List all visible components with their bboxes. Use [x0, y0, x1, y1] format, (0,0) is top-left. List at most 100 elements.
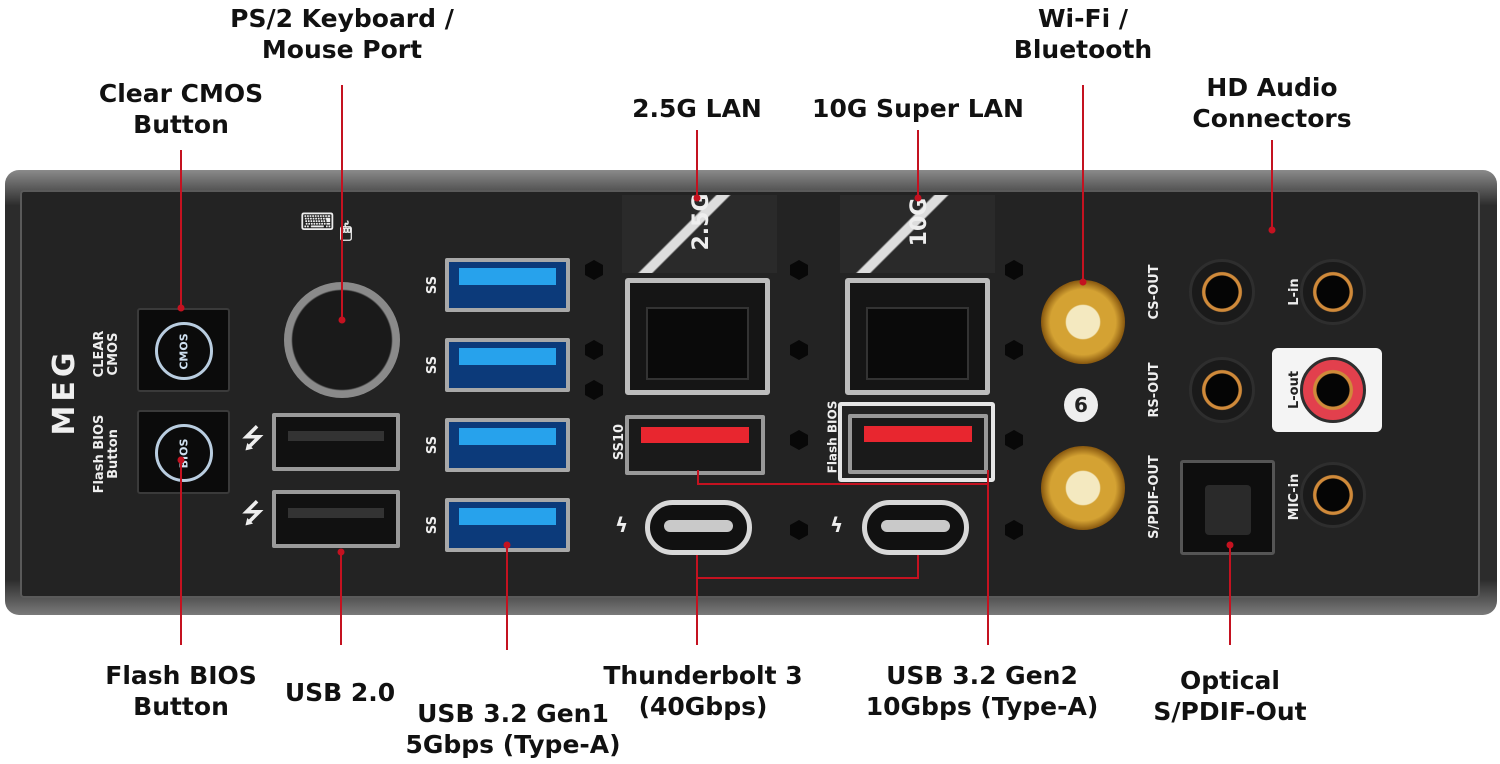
label-usb32-gen1: USB 3.2 Gen1 5Gbps (Type-A) [405, 698, 620, 760]
rs-out-text: RS-OUT [1147, 362, 1162, 418]
thunderbolt-icon: ϟ [615, 513, 629, 537]
callout-dot [503, 541, 511, 549]
label-text: Clear CMOS Button [98, 79, 264, 139]
wifi-antenna-connector[interactable] [1041, 280, 1125, 364]
label-usb32-gen2: USB 3.2 Gen2 10Gbps (Type-A) [866, 660, 1099, 722]
wifi6-text: 6 [1074, 393, 1088, 417]
cmos-text: CMOS [177, 332, 191, 370]
vent-hole [1005, 520, 1023, 540]
callout-line-optical [1229, 545, 1231, 645]
vent-hole [790, 260, 808, 280]
wifi6-icon: 6 [1064, 388, 1098, 422]
wifi-antenna-connector[interactable] [1041, 446, 1125, 530]
callout-dot [177, 456, 185, 464]
rs-out-jack[interactable] [1189, 357, 1255, 423]
thunderbolt-port[interactable] [645, 500, 752, 555]
callout-line-10g-lan [917, 130, 919, 198]
usb20-port[interactable] [272, 413, 400, 471]
label-text: USB 3.2 Gen1 5Gbps (Type-A) [405, 699, 621, 759]
superspeed-icon: SS [425, 435, 440, 455]
flash-bios-button[interactable]: BIOS [137, 410, 230, 494]
vent-hole [1005, 260, 1023, 280]
superspeed-icon: SS [425, 515, 440, 535]
lan-2-5g-port[interactable] [625, 278, 770, 395]
mouse-icon: 🖱 [340, 218, 352, 242]
label-clear-cmos: Clear CMOS Button [99, 78, 263, 140]
callout-line-flash-bios [180, 460, 182, 645]
line-in-jack[interactable] [1300, 259, 1366, 325]
vent-hole [790, 520, 808, 540]
refresh-icon: CMOS [155, 322, 213, 380]
callout-line-thunderbolt-join [696, 577, 919, 579]
callout-dot [1226, 541, 1234, 549]
superspeed-icon: SS [425, 355, 440, 375]
callout-dot [914, 194, 922, 202]
logo-text: MEG [47, 348, 82, 436]
clear-cmos-text: CLEAR CMOS [92, 330, 121, 378]
vent-hole [585, 340, 603, 360]
label-usb20: USB 2.0 [285, 677, 395, 708]
thunderbolt-port[interactable] [862, 500, 969, 555]
label-text: Flash BIOS Button [105, 661, 257, 721]
label-text: Wi-Fi / Bluetooth [1013, 4, 1153, 64]
refresh-icon: BIOS [155, 424, 213, 482]
label-text: 10G Super LAN [812, 94, 1024, 123]
lan-badge-text: 10G [907, 197, 932, 247]
callout-dot [177, 304, 185, 312]
label-text: 2.5G LAN [632, 94, 762, 123]
callout-line-usb32-gen2-join [697, 483, 989, 485]
cs-out-jack[interactable] [1189, 259, 1255, 325]
flash-bios-port-text: Flash BIOS [825, 400, 840, 474]
vent-hole [790, 340, 808, 360]
callout-line-usb20 [340, 552, 342, 645]
label-ps2-port: PS/2 Keyboard / Mouse Port [230, 3, 454, 65]
callout-dot [693, 194, 701, 202]
callout-line-ps2 [341, 85, 343, 320]
optical-shutter [1205, 485, 1251, 535]
label-optical: Optical S/PDIF-Out [1153, 665, 1306, 727]
clear-cmos-button[interactable]: CMOS [137, 308, 230, 392]
usb32-gen2-port[interactable] [625, 415, 765, 475]
label-text: USB 2.0 [284, 678, 396, 707]
label-wifi-bluetooth: Wi-Fi / Bluetooth [1014, 3, 1152, 65]
usb20-port[interactable] [272, 490, 400, 548]
usb32-gen1-port[interactable] [445, 258, 570, 312]
label-thunderbolt: Thunderbolt 3 (40Gbps) [603, 660, 802, 722]
line-out-jack[interactable] [1300, 357, 1366, 423]
lan-10g-port[interactable] [845, 278, 990, 395]
callout-line-usb32-gen2 [987, 470, 989, 645]
label-text: HD Audio Connectors [1192, 73, 1352, 133]
callout-line-hd-audio [1271, 140, 1273, 230]
label-text: Optical S/PDIF-Out [1153, 666, 1307, 726]
label-2-5g-lan: 2.5G LAN [632, 93, 762, 124]
cs-out-text: CS-OUT [1147, 264, 1162, 320]
usb32-gen2-flash-bios-port[interactable] [848, 414, 988, 474]
callout-line-thunderbolt-2 [917, 555, 919, 579]
callout-line-clear-cmos [180, 150, 182, 308]
usb32-gen1-port[interactable] [445, 338, 570, 392]
keyboard-icon: ⌨ [300, 208, 335, 236]
superspeed-icon: SS [425, 275, 440, 295]
usb32-gen1-port[interactable] [445, 418, 570, 472]
label-flash-bios: Flash BIOS Button [105, 660, 257, 722]
label-text: USB 3.2 Gen2 10Gbps (Type-A) [865, 661, 1099, 721]
callout-dot [338, 316, 346, 324]
label-hd-audio: HD Audio Connectors [1192, 72, 1351, 134]
lan-badge-10g: 10G [840, 195, 995, 273]
meg-logo: MEG [30, 345, 100, 455]
usb-icon: ⭍ [242, 499, 264, 529]
flash-bios-text: Flash BIOS Button [92, 414, 121, 494]
mic-in-jack[interactable] [1300, 462, 1366, 528]
callout-line-usb32-gen2-1 [697, 470, 699, 484]
callout-line-thunderbolt [696, 555, 698, 645]
vent-hole [1005, 340, 1023, 360]
usb-icon: ⭍ [242, 424, 264, 454]
callout-line-usb32-gen1 [506, 545, 508, 650]
lan-badge-2-5g: 2.5G [622, 193, 777, 273]
label-10g-lan: 10G Super LAN [812, 93, 1024, 124]
callout-dot [1268, 226, 1276, 234]
thunderbolt-icon: ϟ [830, 513, 844, 537]
optical-spdif-port[interactable] [1180, 460, 1275, 555]
vent-hole [585, 380, 603, 400]
flash-bios-port-frame [838, 402, 995, 482]
